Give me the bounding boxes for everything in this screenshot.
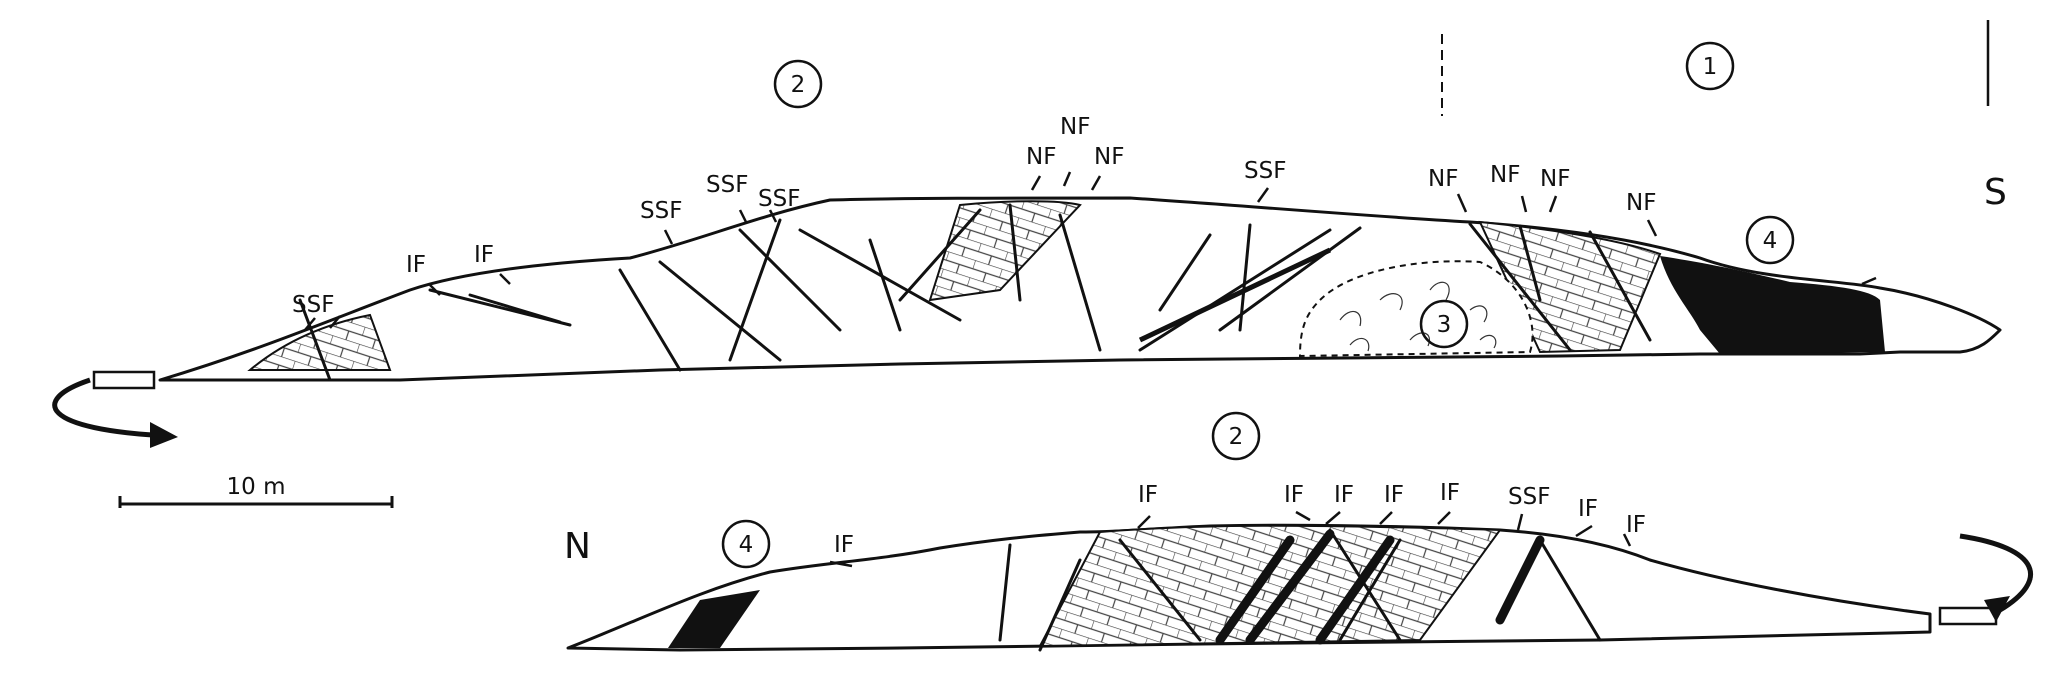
fault-label-if-1: IF <box>406 252 426 278</box>
lower-profile <box>566 523 1998 652</box>
fault-label-ssf-2: SSF <box>640 198 682 224</box>
lower-fault-label-ssf: SSF <box>1508 484 1550 510</box>
zone-marker-2-upper: 2 <box>773 59 823 109</box>
fault-label-nf-1: NF <box>1060 114 1090 140</box>
zone-marker-4-upper: 4 <box>1745 215 1795 265</box>
lower-fault-label-if-3: IF <box>1284 482 1304 508</box>
fault-label-nf-4: NF <box>1428 166 1458 192</box>
scale-bar: 10 m <box>118 474 394 508</box>
scale-bar-label: 10 m <box>227 474 286 500</box>
svg-text:4: 4 <box>1763 228 1778 254</box>
lower-fault-label-if-1: IF <box>834 532 854 558</box>
lower-fault-label-if-2: IF <box>1138 482 1158 508</box>
fault-label-if-2: IF <box>474 242 494 268</box>
zone-marker-1: 1 <box>1685 41 1735 91</box>
svg-text:1: 1 <box>1703 54 1718 80</box>
continuation-arrow-right <box>1959 533 2033 622</box>
lower-fault-label-if-8: IF <box>1626 512 1646 538</box>
zone-marker-4-lower: 4 <box>721 519 771 569</box>
upper-label-ticks <box>304 171 1877 331</box>
continuation-arrow-left <box>52 377 178 448</box>
fault-label-nf-6: NF <box>1540 166 1570 192</box>
svg-text:3: 3 <box>1437 312 1452 338</box>
upper-profile <box>92 196 2002 390</box>
fault-label-ssf-5: SSF <box>1244 158 1286 184</box>
fault-label-nf-7: NF <box>1626 190 1656 216</box>
fault-label-nf-5: NF <box>1490 162 1520 188</box>
lower-fault-label-if-7: IF <box>1578 496 1598 522</box>
zone-marker-2-lower: 2 <box>1211 411 1261 461</box>
svg-text:2: 2 <box>791 72 806 98</box>
orientation-south: S <box>1984 172 2007 213</box>
orientation-north: N <box>564 526 591 567</box>
fault-label-nf-3: NF <box>1094 144 1124 170</box>
fault-label-ssf-3: SSF <box>706 172 748 198</box>
lower-fault-label-if-6: IF <box>1440 480 1460 506</box>
svg-text:2: 2 <box>1229 424 1244 450</box>
fault-label-ssf-1: SSF <box>292 292 334 318</box>
lower-fault-label-if-5: IF <box>1384 482 1404 508</box>
lower-label-ticks <box>829 510 1632 568</box>
fault-label-nf-2: NF <box>1026 144 1056 170</box>
zone-marker-3: 3 <box>1419 299 1469 349</box>
svg-text:4: 4 <box>739 532 754 558</box>
fault-label-ssf-4: SSF <box>758 186 800 212</box>
lower-fault-label-if-4: IF <box>1334 482 1354 508</box>
